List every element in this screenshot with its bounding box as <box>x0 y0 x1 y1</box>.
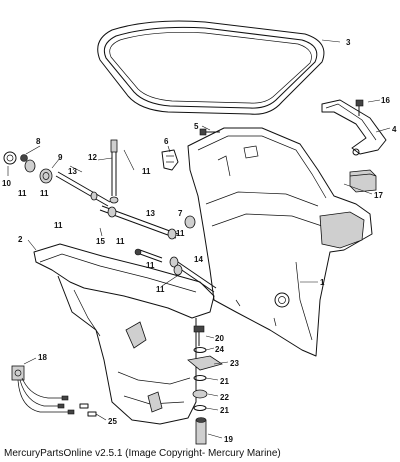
callout-26: 11 <box>146 261 155 270</box>
callout-10: 10 <box>2 179 11 188</box>
leader-lines <box>7 39 391 439</box>
part-8-washer <box>20 154 28 162</box>
callout-7: 7 <box>178 209 183 218</box>
callout-11-g: 11 <box>156 285 165 294</box>
callout-11-b: 11 <box>40 189 49 198</box>
callout-4: 4 <box>392 125 397 134</box>
part-22-grommet <box>192 389 208 399</box>
part-20-bolt <box>193 325 205 346</box>
callout-13-b: 13 <box>146 209 155 218</box>
callout-11-a: 11 <box>18 189 27 198</box>
callout-13-a: 13 <box>68 167 77 176</box>
part-10-grommet <box>3 151 17 165</box>
callout-21-a: 21 <box>220 377 229 386</box>
part-18-harness <box>11 365 75 415</box>
callout-5: 5 <box>194 122 199 131</box>
part-19-shaft <box>195 417 207 445</box>
callout-19: 19 <box>224 435 233 444</box>
image-copyright-caption: MercuryPartsOnline v2.5.1 (Image Copyrig… <box>4 448 281 459</box>
part-16-screw <box>355 99 364 116</box>
part-14-rod-lower <box>169 256 217 293</box>
part-5-screw <box>199 128 220 136</box>
callout-25: 25 <box>108 417 117 426</box>
callout-18: 18 <box>38 353 47 362</box>
callout-8: 8 <box>36 137 41 146</box>
callout-15: 15 <box>96 237 105 246</box>
part-7-bushing <box>184 215 196 229</box>
callout-3: 3 <box>346 38 351 47</box>
part-6-bracket <box>161 149 179 171</box>
callout-24: 24 <box>215 345 224 354</box>
callout-6: 6 <box>164 137 169 146</box>
callout-2: 2 <box>18 235 23 244</box>
callout-11-c: 11 <box>142 167 151 176</box>
callout-labels: 3 16 4 5 6 8 9 10 11 11 13 12 11 11 13 7… <box>2 38 397 444</box>
part-linkage-pin <box>134 248 163 263</box>
callout-14: 14 <box>194 255 203 264</box>
callout-11-d: 11 <box>54 221 63 230</box>
part-12-vertical-rod <box>109 139 119 204</box>
callout-23: 23 <box>230 359 239 368</box>
callout-1: 1 <box>320 278 325 287</box>
part-23-plate <box>187 355 223 371</box>
callout-21-b: 21 <box>220 406 229 415</box>
part-3-cowl-seal <box>97 20 325 115</box>
part-1-rear-cowl <box>187 127 373 357</box>
part-15-rod <box>99 205 179 240</box>
part-25-clips <box>79 403 97 417</box>
part-2-lower-cowl <box>33 243 215 425</box>
callout-9: 9 <box>58 153 63 162</box>
callout-17: 17 <box>374 191 383 200</box>
callout-20: 20 <box>215 334 224 343</box>
part-9-bushing <box>39 168 53 184</box>
part-4-latch-bracket <box>321 99 387 156</box>
callout-16: 16 <box>381 96 390 105</box>
callout-11-e: 11 <box>176 229 185 238</box>
callout-11-f: 11 <box>116 237 125 246</box>
part-13-rod-upper <box>55 171 111 207</box>
part-21-washer-lower <box>193 405 207 411</box>
callout-12: 12 <box>88 153 97 162</box>
part-17-latch-block <box>349 169 377 193</box>
callout-22: 22 <box>220 393 229 402</box>
part-11-bushing-left-a <box>24 159 36 173</box>
